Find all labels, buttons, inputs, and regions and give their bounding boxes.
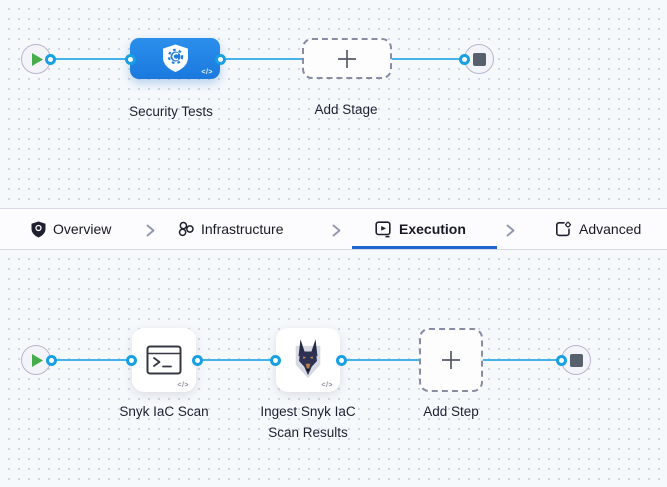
shield-icon [31,221,46,237]
yaml-code-badge: </> [177,382,189,389]
snyk-dog-icon [295,339,321,378]
tab-label: Infrastructure [201,221,284,237]
edge-step1-to-step2 [197,359,275,361]
step-label: Ingest Snyk IaC Scan Results [260,404,356,440]
page-gear-icon [556,221,571,237]
stage-label: Security Tests [129,104,213,119]
yaml-code-badge: </> [321,382,333,389]
tab-advanced[interactable]: Advanced [555,209,641,249]
yaml-code-badge: </> [201,69,213,76]
step-node-snyk-iac-scan[interactable]: </> [132,328,196,392]
stop-icon [472,52,486,66]
edge-stage-to-addstage [220,58,302,60]
stop-icon [569,353,583,367]
port[interactable] [125,354,137,366]
play-icon [32,353,43,367]
port[interactable] [458,53,470,65]
port[interactable] [335,354,347,366]
tab-label: Advanced [579,221,642,237]
step-label: Snyk IaC Scan [119,404,209,419]
port[interactable] [191,354,203,366]
edge-start-to-step1 [51,359,131,361]
plus-icon [442,351,460,369]
tab-label: Execution [399,221,466,237]
shield-gear-icon [162,44,188,72]
stage-detail-tabs: Overview Infrastructure Execution [0,208,667,250]
plus-icon [338,49,356,68]
add-stage-label: Add Stage [314,102,378,117]
tab-infrastructure[interactable]: Infrastructure [178,209,283,249]
port[interactable] [214,53,226,65]
add-stage-button[interactable] [302,38,392,79]
chevron-right-icon [332,224,341,237]
port[interactable] [269,354,281,366]
port[interactable] [45,354,57,366]
chevron-right-icon [146,224,155,237]
tab-overview[interactable]: Overview [31,209,111,249]
play-box-icon [375,220,391,237]
tab-execution[interactable]: Execution [375,209,466,249]
edge-addstep-to-end [483,359,561,361]
port[interactable] [555,354,567,366]
selected-tab-underline [352,246,497,249]
edge-addstage-to-end [392,58,464,60]
execution-graph-start-node[interactable] [21,345,51,375]
step-node-ingest-snyk-results[interactable]: </> [276,328,340,392]
add-step-label: Add Step [423,404,479,419]
edge-start-to-stage [50,58,131,60]
hexagon-cluster-icon [178,221,194,237]
port[interactable] [44,53,56,65]
play-icon [32,52,43,66]
tab-label: Overview [53,221,112,237]
add-step-button[interactable] [419,328,483,392]
terminal-icon [146,345,182,375]
stage-node-security-tests[interactable]: </> [130,38,220,79]
chevron-right-icon [506,224,515,237]
port[interactable] [124,53,136,65]
edge-step2-to-addstep [341,359,419,361]
